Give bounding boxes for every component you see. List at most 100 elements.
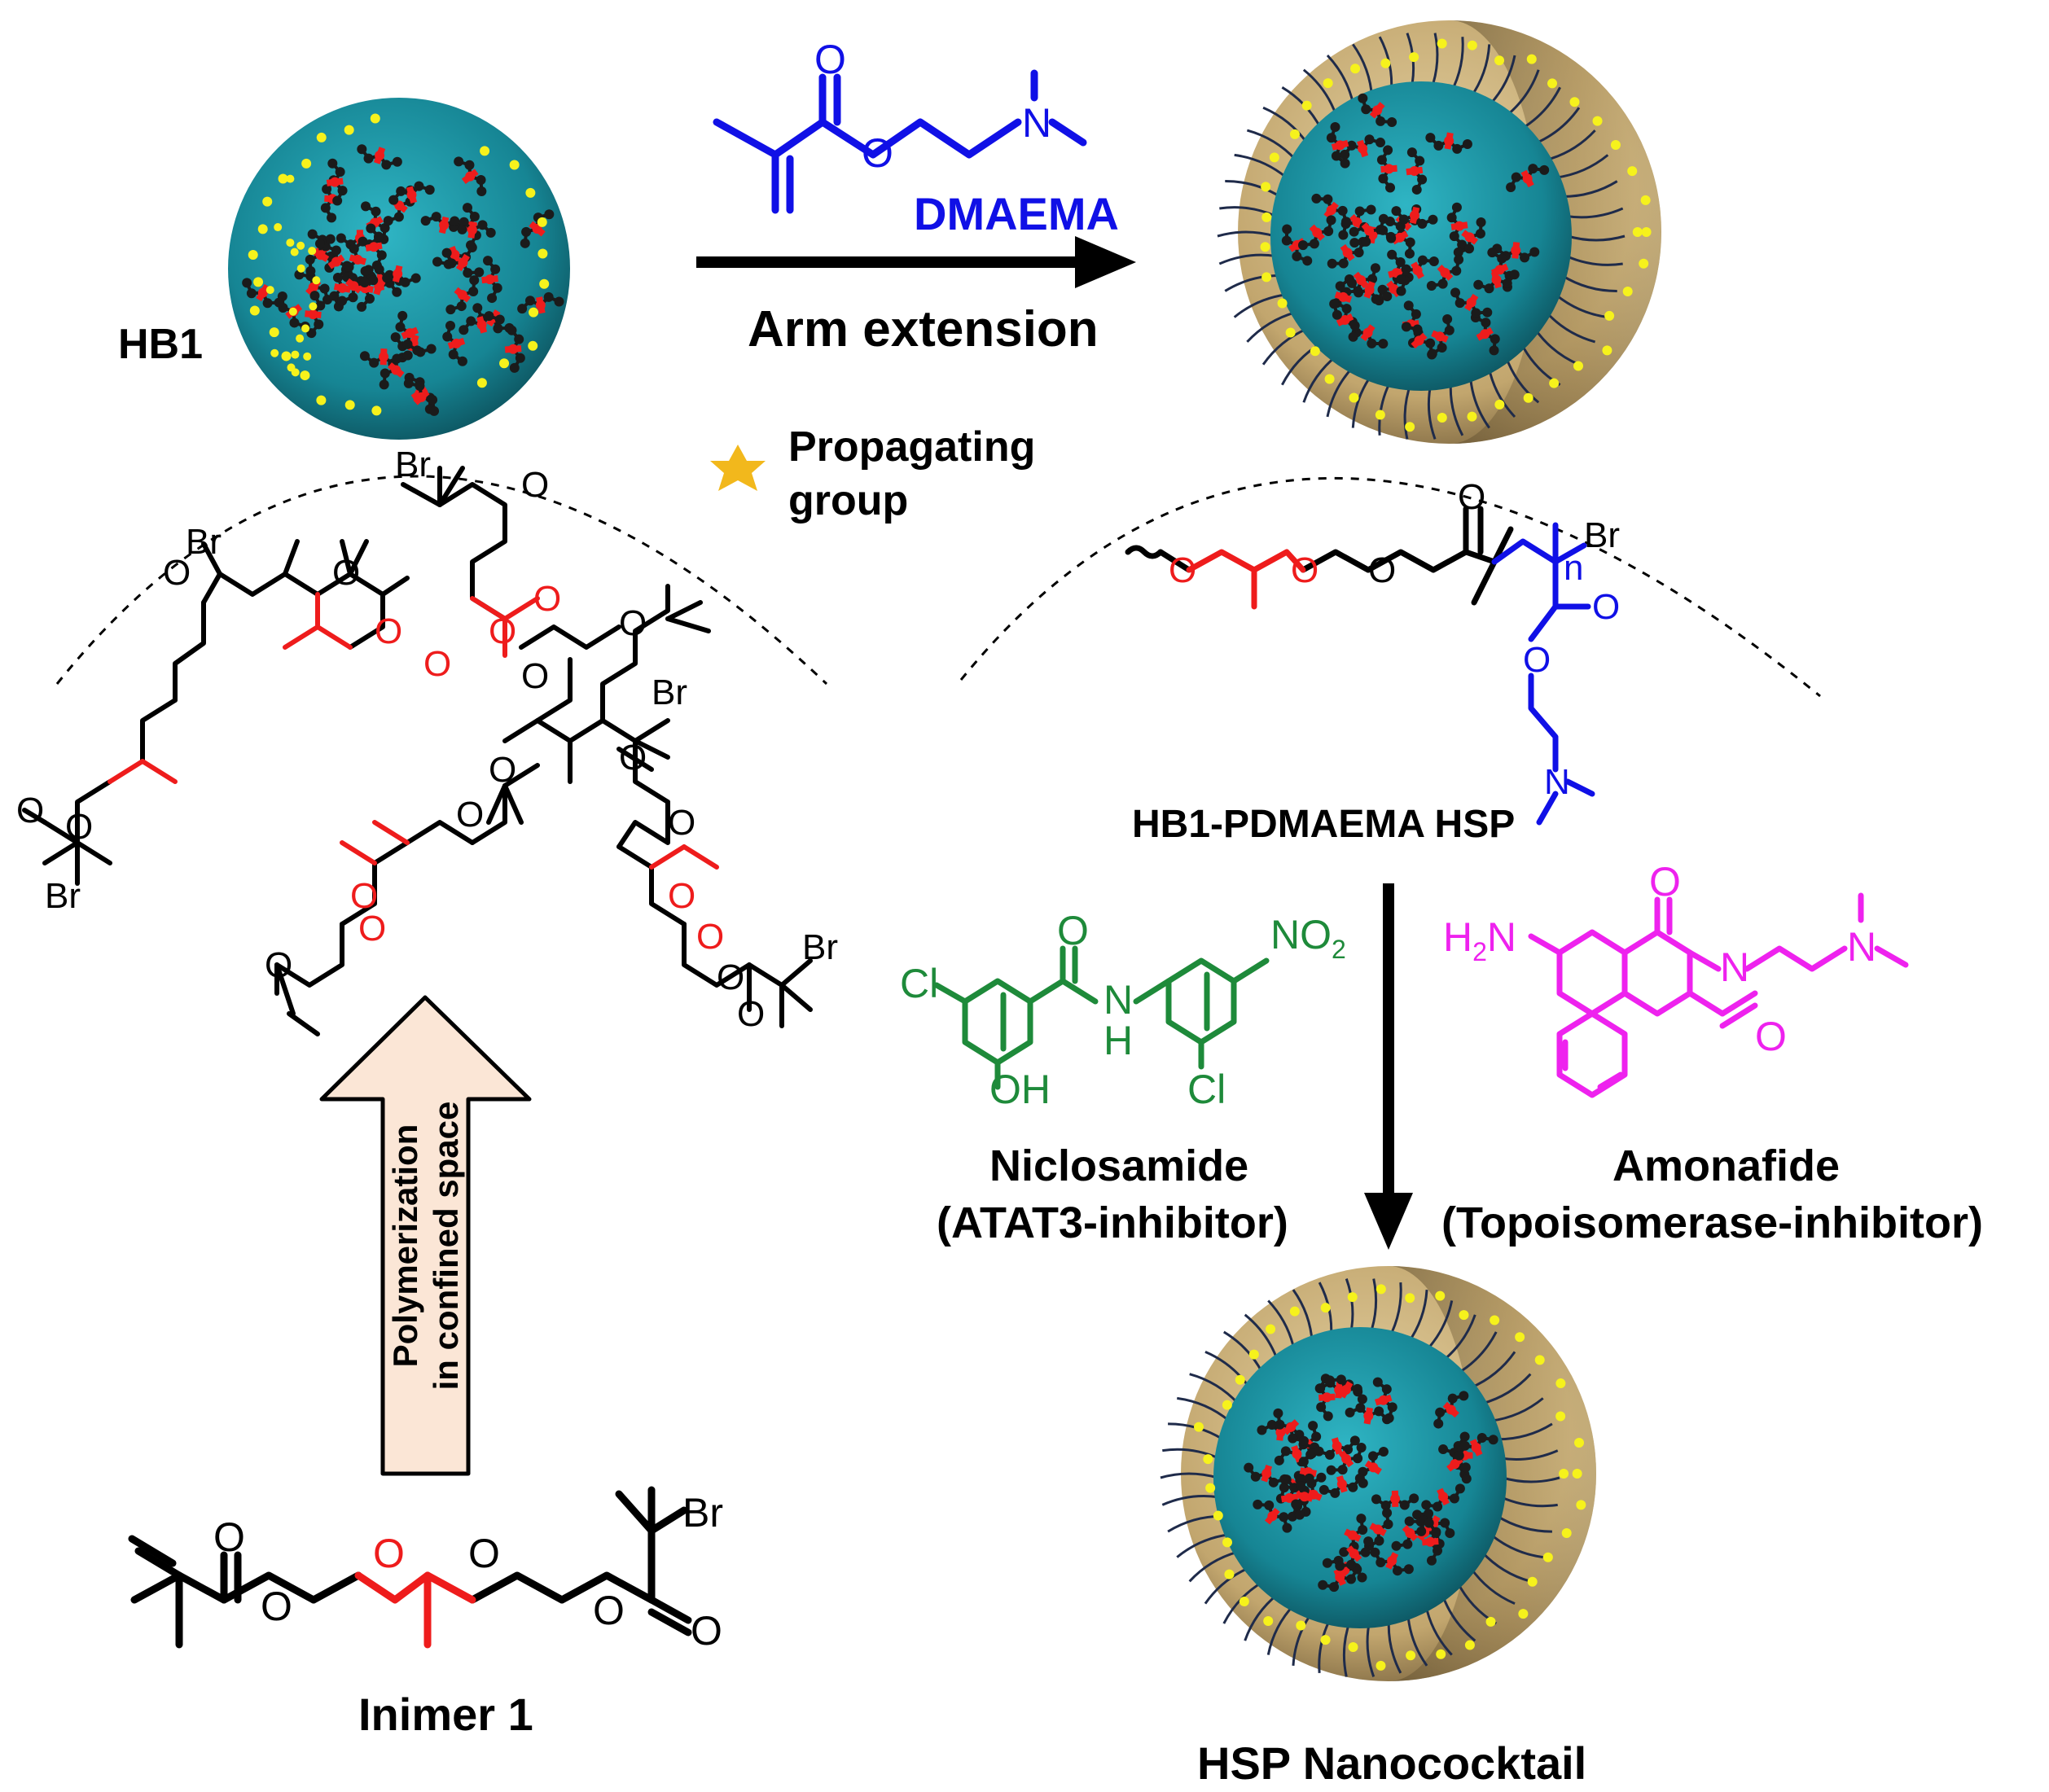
core-black-unit (1433, 140, 1444, 151)
core-black-unit (1481, 318, 1491, 328)
core-red-unit (455, 253, 471, 272)
core-red-unit (1334, 291, 1353, 303)
core-black-unit (366, 223, 376, 234)
core-black-unit (1511, 172, 1521, 182)
core-red-unit (1261, 1465, 1273, 1483)
core-red-unit (447, 337, 466, 349)
propagating-dot (316, 395, 327, 405)
core-black-unit (1454, 298, 1465, 309)
core-red-unit (365, 242, 383, 252)
propagating-dot (253, 277, 264, 287)
amonafide-label: Amonafide (1612, 1141, 1840, 1190)
core-black-unit (494, 314, 505, 325)
inimer-o-1: O (213, 1514, 245, 1560)
core-red-unit (1406, 166, 1424, 176)
arm-extension-arrow (696, 236, 1136, 288)
pdmaema-arm (1562, 180, 1618, 198)
core-red-unit (1346, 1545, 1362, 1562)
core-black-unit (485, 227, 496, 238)
core-red-unit (1388, 267, 1406, 278)
niclosamide-o: O (1057, 908, 1089, 953)
core-red-unit (1338, 1450, 1354, 1468)
propagating-dot (1573, 361, 1583, 371)
core-black-unit (358, 236, 368, 247)
core-black-unit (1437, 342, 1447, 353)
core-black-unit (1404, 248, 1415, 259)
core-black-unit (1409, 1493, 1419, 1504)
propagating-dot (1559, 1469, 1569, 1479)
core-black-unit (1279, 1474, 1290, 1484)
core-black-unit (1264, 1500, 1275, 1510)
core-black-unit (1446, 212, 1457, 223)
propagating-dot (1604, 310, 1615, 321)
core-black-unit (1404, 1516, 1415, 1527)
niclosamide-nh-n: N (1103, 977, 1133, 1023)
core-black-unit (1529, 247, 1540, 257)
core-black-unit (492, 283, 502, 293)
core-black-unit (242, 278, 252, 288)
core-black-unit (1308, 1421, 1318, 1431)
core-black-unit (307, 229, 318, 239)
core-black-unit (521, 226, 532, 237)
core-black-unit (1302, 256, 1313, 266)
propagating-dot (1194, 1422, 1204, 1432)
propagating-dot (301, 324, 310, 333)
core-black-unit (543, 291, 554, 302)
hyperbranched-structure (22, 466, 813, 1036)
dmaema-amine-n: N (1022, 100, 1051, 146)
core-black-unit (1371, 294, 1381, 305)
core-black-unit (1473, 279, 1484, 290)
core-black-unit (414, 181, 424, 191)
core-black-unit (1354, 248, 1364, 258)
niclosamide-cl-1: Cl (900, 961, 938, 1006)
core-black-unit (1348, 331, 1358, 342)
core-black-unit (1354, 1473, 1365, 1483)
core-black-unit (337, 296, 348, 306)
hsp-sphere-top (1217, 20, 1661, 444)
hb-br-core: Br (652, 673, 687, 712)
core-black-unit (1339, 1547, 1349, 1558)
core-black-unit (467, 243, 477, 253)
amonafide-h2n: H2N (1443, 914, 1516, 966)
core-red-unit (454, 287, 472, 303)
propagating-dot (1641, 227, 1652, 237)
core-red-unit (1296, 1491, 1314, 1502)
hb-br-right: Br (802, 927, 838, 967)
core-black-unit (1366, 204, 1376, 215)
core-red-unit (345, 278, 362, 294)
core-black-unit (1459, 1391, 1469, 1401)
propagating-dot (1490, 1315, 1500, 1325)
core-black-unit (1294, 1509, 1305, 1520)
propagating-dot (1555, 1411, 1566, 1422)
core-black-unit (429, 405, 440, 416)
core-black-unit (348, 292, 358, 303)
core-black-unit (315, 300, 326, 311)
core-black-unit (1403, 300, 1414, 311)
propagating-dot (257, 224, 268, 234)
core-red-unit (1340, 243, 1355, 261)
propagating-dot (1376, 1284, 1386, 1295)
propagating-dot (1459, 1310, 1469, 1321)
propagating-dot (1261, 182, 1271, 192)
core-black-unit (361, 201, 371, 212)
core-black-unit (392, 353, 402, 364)
core-black-unit (1451, 265, 1462, 276)
propagating-dot (274, 223, 283, 232)
core-red-unit (448, 245, 461, 264)
propagating-dot (1222, 1400, 1232, 1410)
core-red-unit (1411, 261, 1424, 279)
core-black-unit (1343, 1444, 1354, 1455)
core-black-unit (1322, 1558, 1332, 1568)
core-red-unit (1364, 1460, 1382, 1475)
propagating-dot (344, 400, 355, 410)
nanococktail-label: HSP Nanococktail (1197, 1737, 1586, 1789)
nanococktail-drug-dots (1194, 1284, 1586, 1671)
core-black-unit (1318, 1484, 1329, 1495)
core-black-unit (1431, 1527, 1441, 1537)
core-red-unit (1450, 221, 1468, 230)
core-red-unit (1437, 1487, 1450, 1506)
core-black-unit (1364, 134, 1375, 145)
core-black-unit (454, 156, 464, 167)
core-black-unit (1453, 247, 1463, 257)
